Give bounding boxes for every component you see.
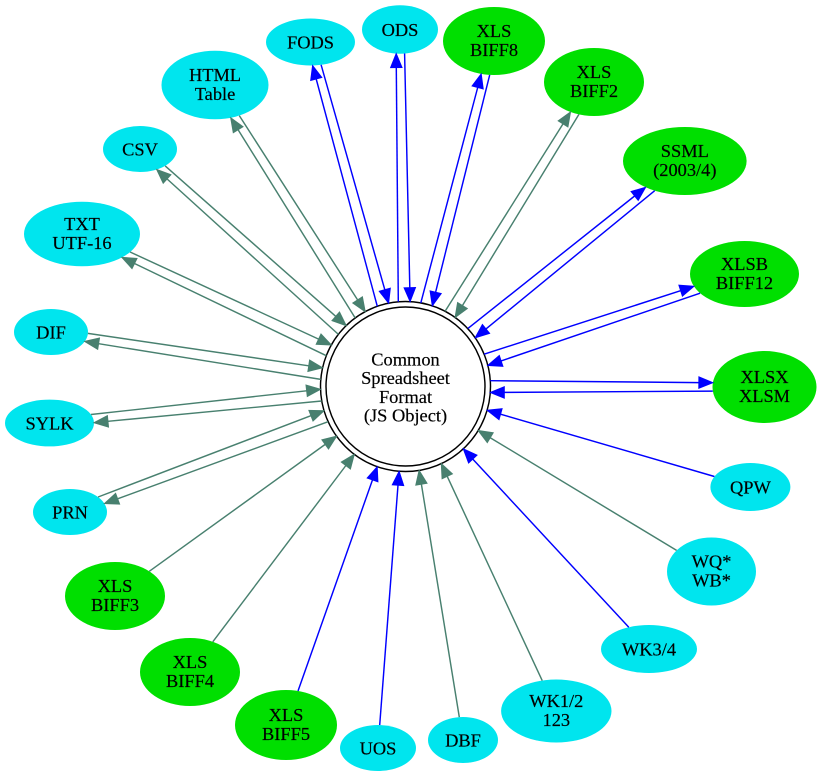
svg-text:DIF: DIF — [36, 323, 66, 343]
svg-text:BIFF8: BIFF8 — [470, 40, 518, 60]
svg-text:Format: Format — [379, 387, 432, 407]
svg-text:WB*: WB* — [692, 571, 731, 591]
svg-text:WK3/4: WK3/4 — [622, 640, 676, 660]
svg-text:TXT: TXT — [64, 214, 100, 234]
svg-text:Spreadsheet: Spreadsheet — [361, 368, 450, 388]
svg-text:XLSB: XLSB — [721, 254, 768, 274]
svg-text:XLSX: XLSX — [740, 367, 788, 387]
svg-text:CSV: CSV — [122, 140, 158, 160]
svg-text:XLS: XLS — [269, 705, 304, 725]
svg-text:XLSM: XLSM — [739, 386, 790, 406]
svg-text:WK1/2: WK1/2 — [529, 691, 583, 711]
svg-text:DBF: DBF — [445, 731, 481, 751]
svg-text:UTF-16: UTF-16 — [52, 233, 111, 253]
svg-text:BIFF3: BIFF3 — [91, 595, 139, 615]
svg-text:(2003/4): (2003/4) — [653, 160, 716, 181]
svg-text:QPW: QPW — [730, 478, 772, 498]
svg-text:XLS: XLS — [477, 21, 512, 41]
svg-text:123: 123 — [543, 710, 571, 730]
svg-text:BIFF2: BIFF2 — [570, 81, 618, 101]
svg-text:XLS: XLS — [173, 652, 208, 672]
svg-text:BIFF5: BIFF5 — [262, 724, 310, 744]
svg-text:BIFF4: BIFF4 — [166, 671, 214, 691]
svg-text:WQ*: WQ* — [692, 552, 732, 572]
svg-text:Common: Common — [371, 350, 439, 370]
svg-text:HTML: HTML — [189, 65, 241, 85]
svg-text:SSML: SSML — [661, 141, 709, 161]
svg-text:PRN: PRN — [52, 503, 88, 523]
svg-text:ODS: ODS — [382, 20, 419, 40]
svg-text:FODS: FODS — [287, 33, 334, 53]
svg-text:XLS: XLS — [577, 62, 612, 82]
svg-text:UOS: UOS — [360, 739, 397, 759]
svg-text:BIFF12: BIFF12 — [716, 273, 773, 293]
svg-text:(JS Object): (JS Object) — [364, 406, 447, 427]
svg-text:Table: Table — [195, 84, 236, 104]
svg-text:XLS: XLS — [98, 576, 133, 596]
svg-text:SYLK: SYLK — [25, 414, 74, 434]
